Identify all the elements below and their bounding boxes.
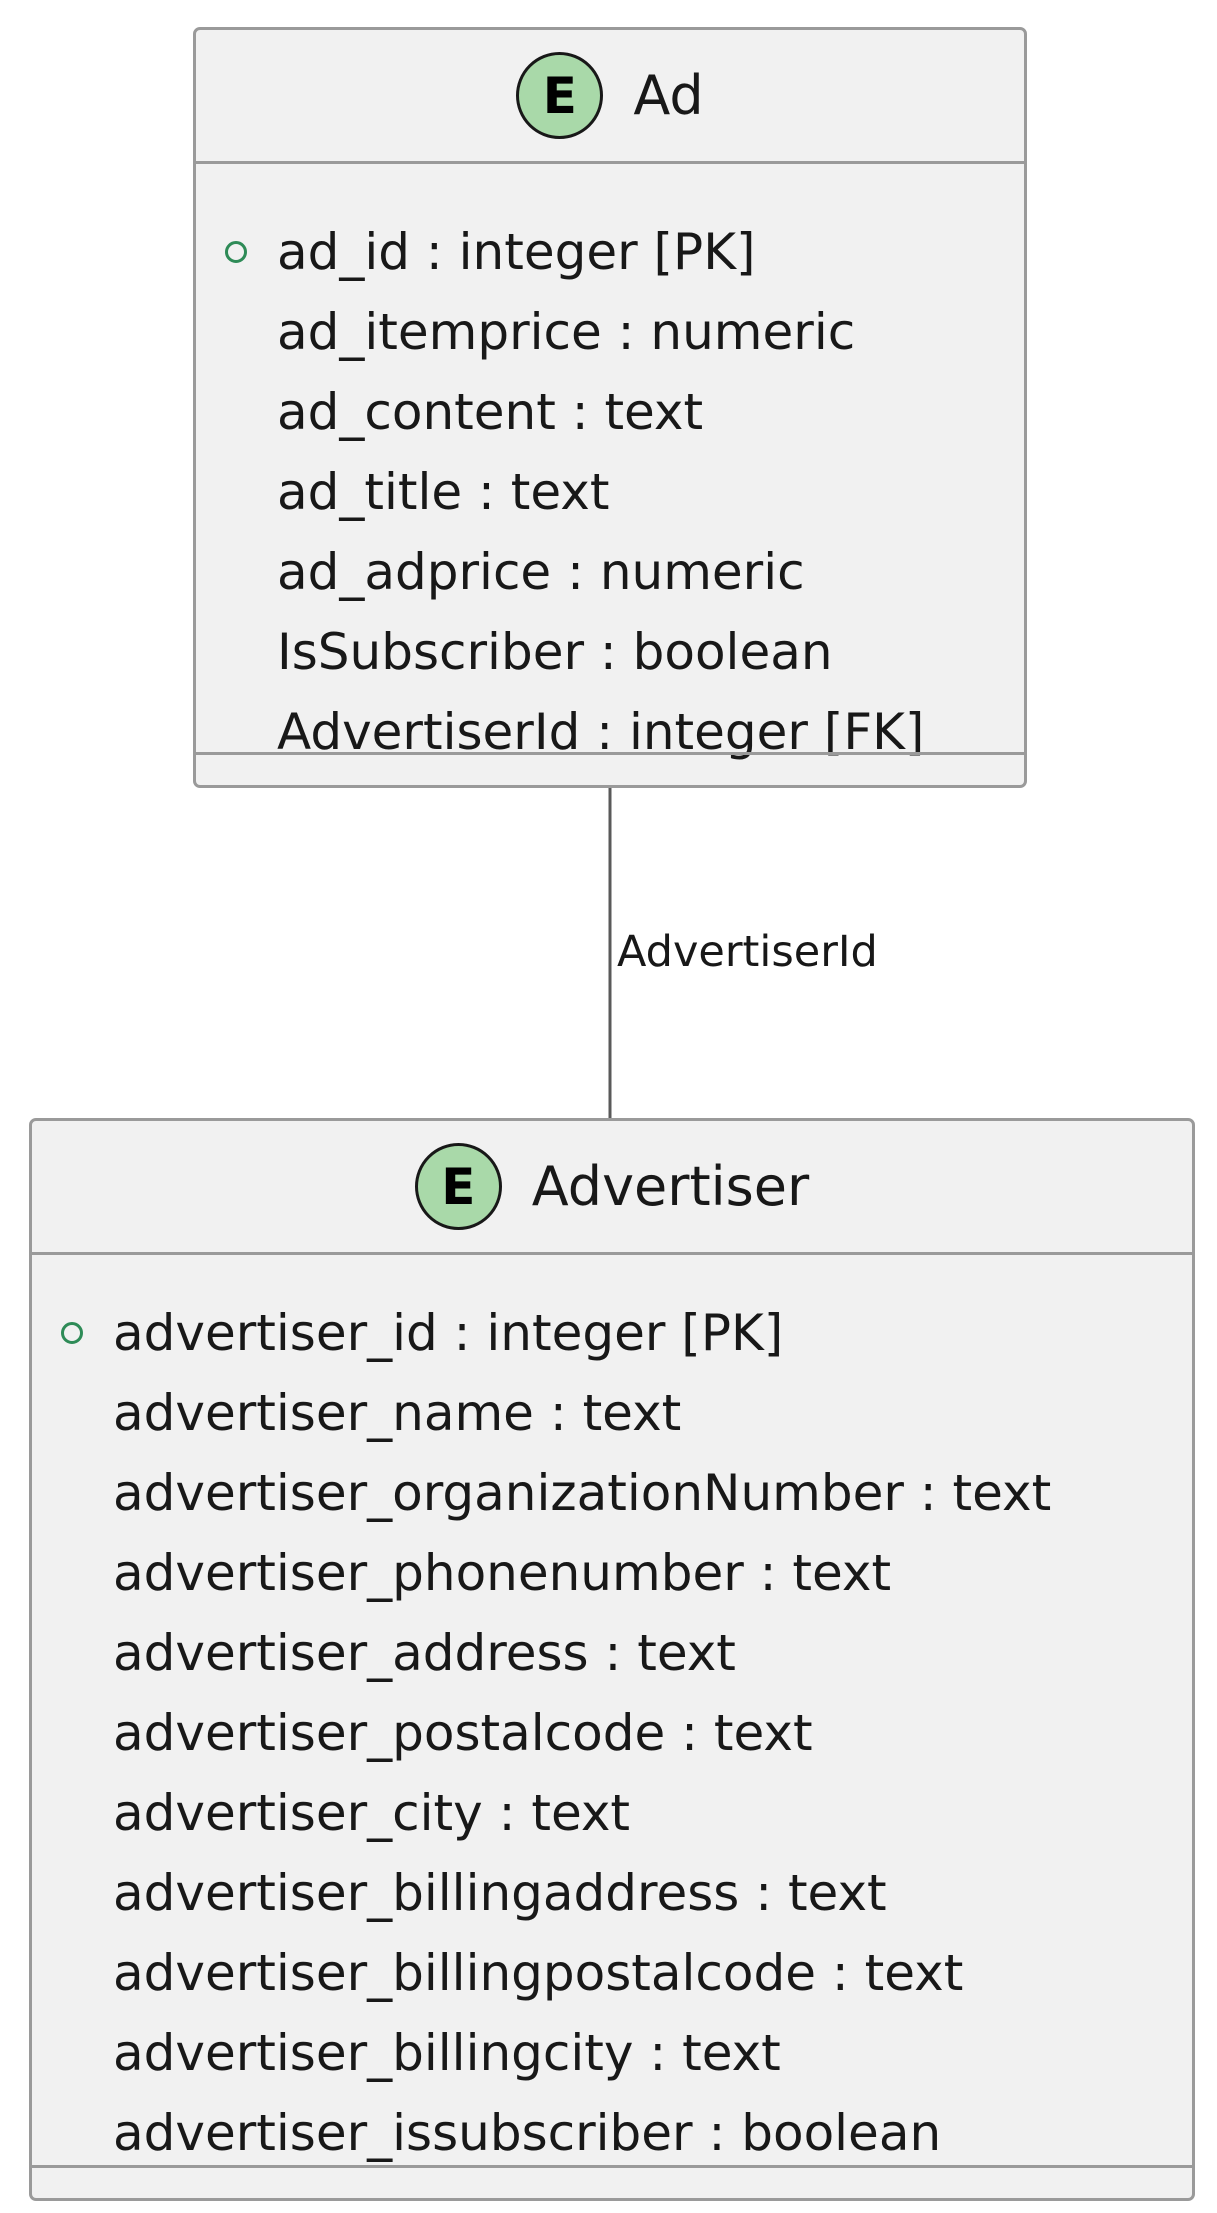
attribute-text: advertiser_postalcode : text	[113, 1704, 813, 1762]
attribute-text: advertiser_billingcity : text	[113, 2024, 781, 2082]
attribute-row: ad_id : integer [PK]	[196, 212, 1024, 292]
entity-ad-title: Ad	[633, 64, 704, 127]
attribute-row: ad_adprice : numeric	[196, 532, 1024, 612]
attribute-row: advertiser_postalcode : text	[32, 1693, 1192, 1773]
attribute-text: advertiser_city : text	[113, 1784, 631, 1842]
attribute-text: ad_title : text	[277, 463, 610, 521]
attribute-row: advertiser_billingcity : text	[32, 2013, 1192, 2093]
attribute-row: advertiser_name : text	[32, 1373, 1192, 1453]
attribute-row: advertiser_address : text	[32, 1613, 1192, 1693]
attribute-row: AdvertiserId : integer [FK]	[196, 692, 1024, 772]
attribute-text: ad_itemprice : numeric	[277, 303, 856, 361]
entity-advertiser-title: Advertiser	[531, 1155, 810, 1218]
attribute-row: advertiser_billingpostalcode : text	[32, 1933, 1192, 2013]
attribute-text: AdvertiserId : integer [FK]	[277, 703, 925, 761]
attribute-row: ad_title : text	[196, 452, 1024, 532]
attribute-text: ad_adprice : numeric	[277, 543, 805, 601]
entity-ad[interactable]: E Ad ad_id : integer [PK] ad_itemprice :…	[193, 27, 1027, 788]
attribute-text: advertiser_billingaddress : text	[113, 1864, 887, 1922]
attribute-row: ad_itemprice : numeric	[196, 292, 1024, 372]
entity-badge-icon: E	[516, 52, 604, 139]
entity-badge-icon: E	[414, 1143, 502, 1230]
attribute-text: advertiser_name : text	[113, 1384, 682, 1442]
attribute-text: IsSubscriber : boolean	[277, 623, 833, 681]
attribute-row: advertiser_id : integer [PK]	[32, 1293, 1192, 1373]
entity-advertiser-header: E Advertiser	[32, 1121, 1192, 1255]
entity-advertiser-methods-divider	[32, 2165, 1192, 2168]
attribute-text: advertiser_issubscriber : boolean	[113, 2104, 942, 2162]
attribute-text: ad_content : text	[277, 383, 704, 441]
entity-ad-methods-divider	[196, 752, 1024, 755]
entity-advertiser[interactable]: E Advertiser advertiser_id : integer [PK…	[29, 1118, 1195, 2201]
attribute-text: advertiser_id : integer [PK]	[113, 1304, 784, 1362]
relation-label: AdvertiserId	[617, 927, 878, 977]
entity-ad-attributes: ad_id : integer [PK] ad_itemprice : nume…	[196, 164, 1024, 772]
attribute-row: IsSubscriber : boolean	[196, 612, 1024, 692]
primary-key-icon	[225, 241, 247, 263]
attribute-row: advertiser_city : text	[32, 1773, 1192, 1853]
attribute-text: advertiser_organizationNumber : text	[113, 1464, 1052, 1522]
attribute-text: ad_id : integer [PK]	[277, 223, 756, 281]
attribute-row: advertiser_billingaddress : text	[32, 1853, 1192, 1933]
attribute-text: advertiser_address : text	[113, 1624, 736, 1682]
attribute-row: ad_content : text	[196, 372, 1024, 452]
attribute-row: advertiser_issubscriber : boolean	[32, 2093, 1192, 2173]
attribute-text: advertiser_phonenumber : text	[113, 1544, 892, 1602]
attribute-row: advertiser_organizationNumber : text	[32, 1453, 1192, 1533]
attribute-text: advertiser_billingpostalcode : text	[113, 1944, 964, 2002]
primary-key-icon	[61, 1322, 83, 1344]
attribute-row: advertiser_phonenumber : text	[32, 1533, 1192, 1613]
entity-ad-header: E Ad	[196, 30, 1024, 164]
entity-advertiser-attributes: advertiser_id : integer [PK] advertiser_…	[32, 1255, 1192, 2173]
